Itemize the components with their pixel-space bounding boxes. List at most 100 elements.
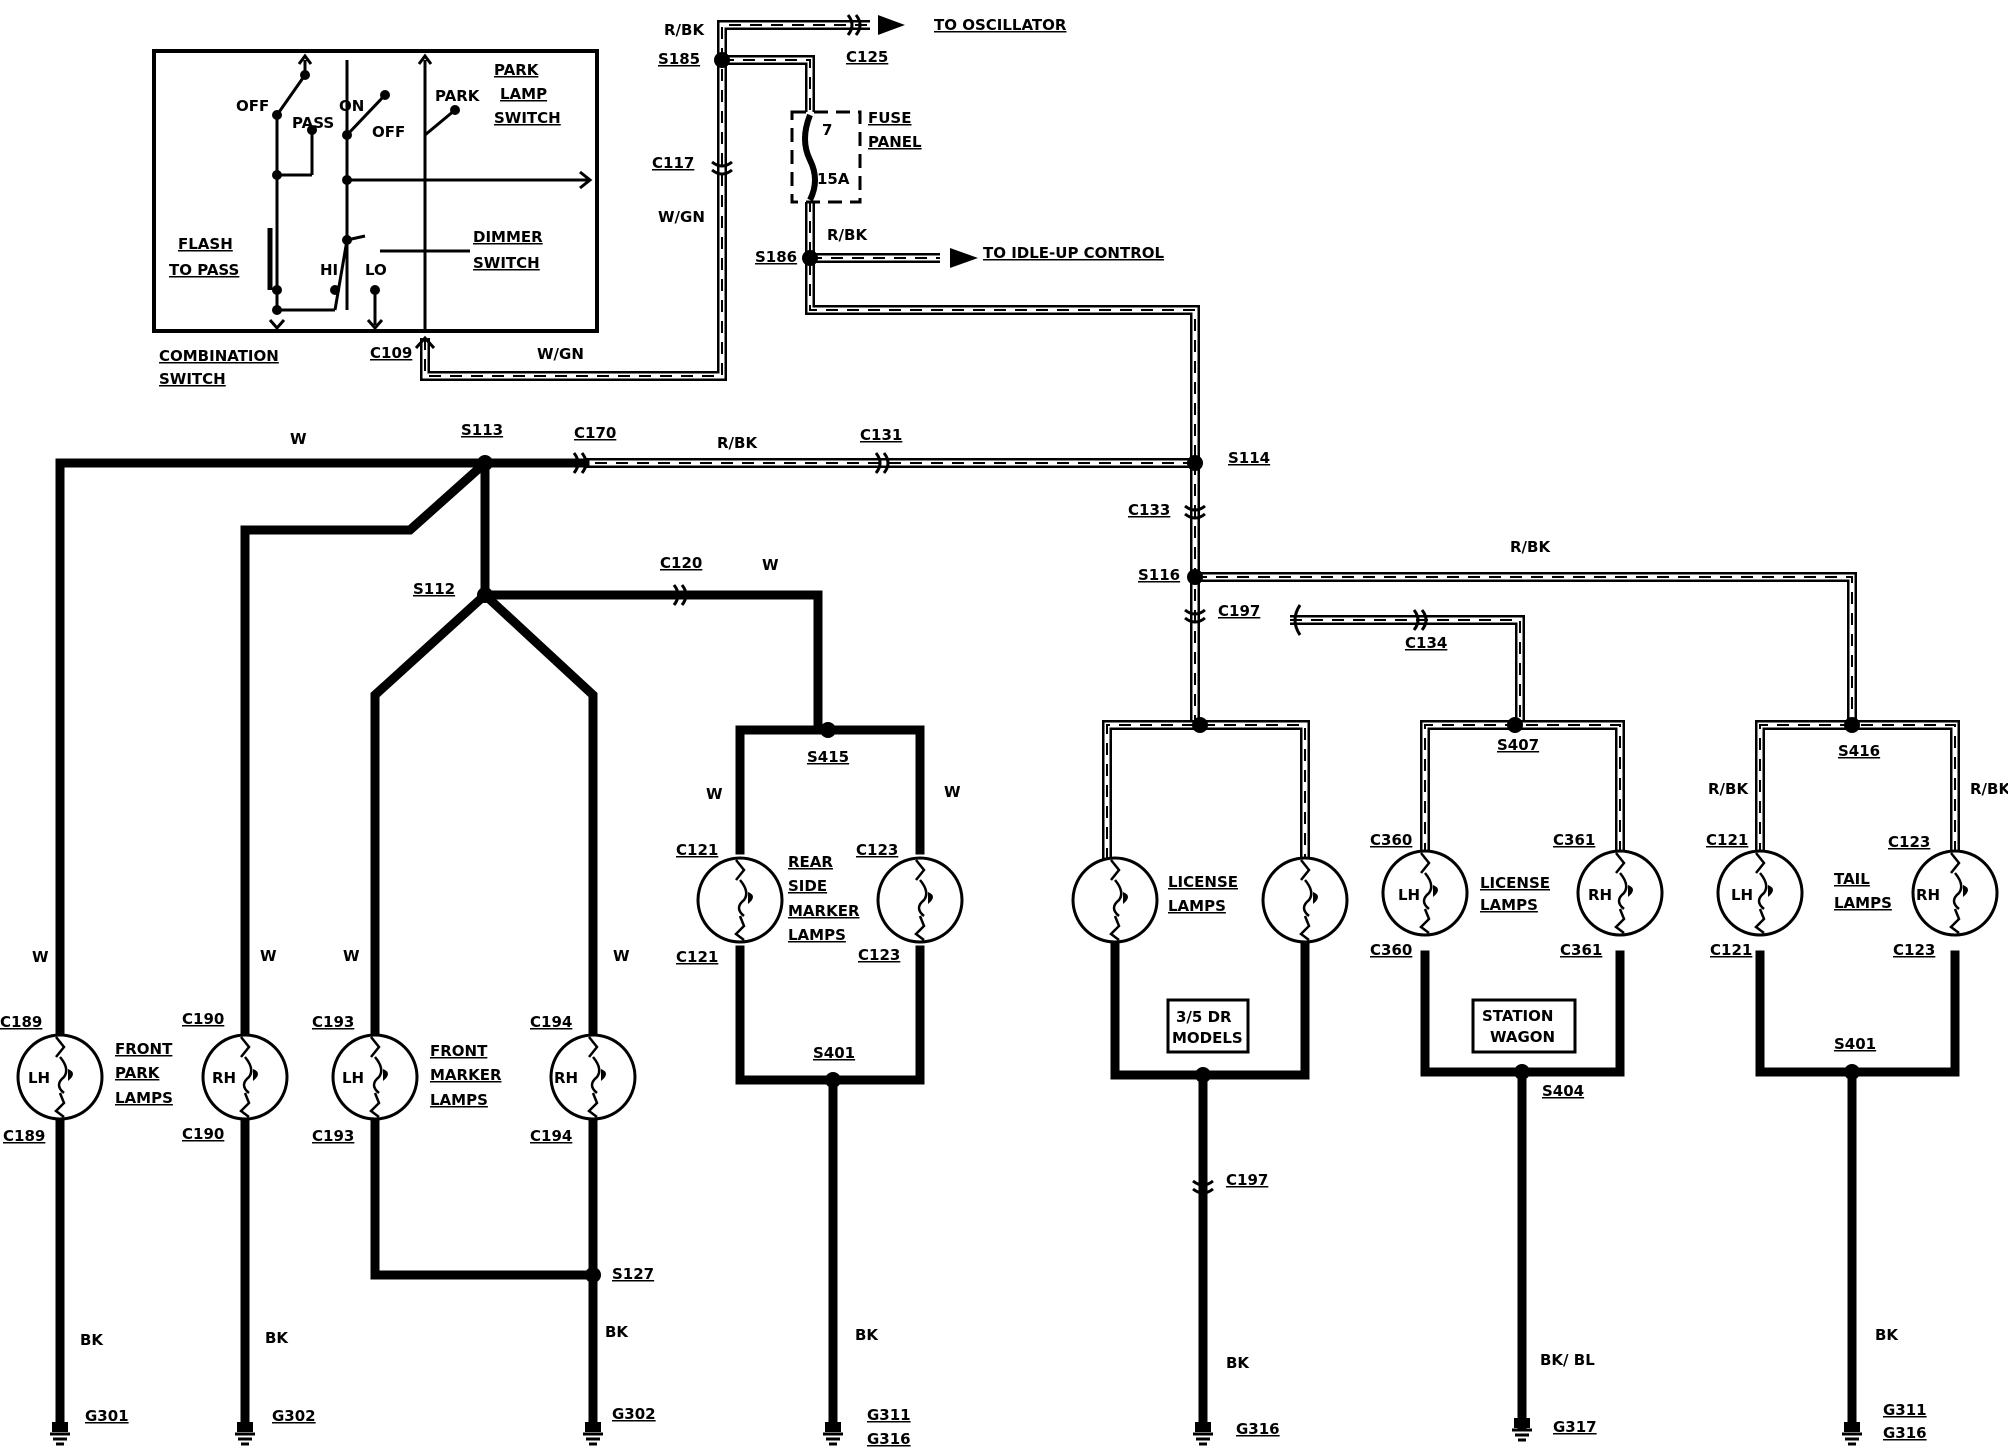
label-front-marker-3: LAMPS <box>430 1091 488 1109</box>
label-w-rear-right: W <box>944 783 961 801</box>
front-lamps-labels: W W W W C189 C189 C190 C190 C193 C193 C1… <box>0 947 656 1425</box>
label-s401-rear: S401 <box>813 1044 855 1062</box>
label-s112: S112 <box>413 580 455 598</box>
label-license-35-2: LAMPS <box>1168 897 1226 915</box>
label-c123-rear-bottom: C123 <box>858 946 900 964</box>
label-c190-top: C190 <box>182 1010 224 1028</box>
label-to-idle-up-control: TO IDLE-UP CONTROL <box>983 244 1165 262</box>
label-hi: HI <box>320 261 338 279</box>
tail-labels: S416 R/BK R/BK C121 C121 C123 C123 LH RH… <box>1706 742 2008 1442</box>
label-rbk-top: R/BK <box>664 21 705 39</box>
label-c131: C131 <box>860 426 902 444</box>
fuse-number: 7 <box>822 121 832 139</box>
label-bk-3: BK <box>605 1323 629 1341</box>
label-models-35-1: 3/5 DR <box>1176 1008 1232 1026</box>
top-labels: R/BK S185 C125 TO OSCILLATOR C117 W/GN W… <box>537 16 1165 363</box>
label-license-35-1: LICENSE <box>1168 873 1238 891</box>
label-on: ON <box>339 97 364 115</box>
label-g301: G301 <box>85 1407 129 1425</box>
label-s127: S127 <box>612 1265 654 1283</box>
label-s185: S185 <box>658 50 700 68</box>
label-tail-1: TAIL <box>1834 870 1870 888</box>
label-c194-top: C194 <box>530 1013 572 1031</box>
label-station-wagon-1: STATION <box>1482 1007 1553 1025</box>
label-g316-license: G316 <box>1236 1420 1280 1438</box>
label-c121-tail-bottom: C121 <box>1710 941 1752 959</box>
label-rh-license-wagon: RH <box>1588 886 1612 904</box>
label-c190-bottom: C190 <box>182 1125 224 1143</box>
label-park-lamp-switch-1: PARK <box>494 61 540 79</box>
label-lh-tail: LH <box>1731 886 1753 904</box>
label-lh-front-park: LH <box>28 1069 50 1087</box>
label-models-35-2: MODELS <box>1172 1029 1243 1047</box>
label-fuse-panel-2: PANEL <box>868 133 922 151</box>
label-c123-tail-bottom: C123 <box>1893 941 1935 959</box>
label-station-wagon-2: WAGON <box>1490 1028 1555 1046</box>
label-license-wagon-1: LICENSE <box>1480 874 1550 892</box>
station-wagon-box <box>1471 998 1577 1054</box>
label-c123-tail-top: C123 <box>1888 833 1930 851</box>
fuse-panel: 7 15A FUSE PANEL <box>790 109 922 204</box>
label-w-3: W <box>343 947 360 965</box>
combination-switch: OFF ON PASS OFF PARK PARK LAMP SWITCH FL… <box>152 49 599 388</box>
label-rbk-tail-right: R/BK <box>1970 780 2008 798</box>
label-rbk-mid: R/BK <box>827 226 868 244</box>
label-c194-bottom: C194 <box>530 1127 572 1145</box>
label-bk-2: BK <box>265 1329 289 1347</box>
label-c189-bottom: C189 <box>3 1127 45 1145</box>
models-35dr-box <box>1166 998 1250 1054</box>
label-c361-bottom: C361 <box>1560 941 1602 959</box>
label-rear-side-2: SIDE <box>788 877 827 895</box>
label-bkbl: BK/ BL <box>1540 1351 1595 1369</box>
label-bk-1: BK <box>80 1331 104 1349</box>
label-rh-front-park: RH <box>212 1069 236 1087</box>
label-s407: S407 <box>1497 736 1539 754</box>
label-rbk-tail-left: R/BK <box>1708 780 1749 798</box>
label-w-1: W <box>32 948 49 966</box>
label-g302-a: G302 <box>272 1407 316 1425</box>
label-license-wagon-2: LAMPS <box>1480 896 1538 914</box>
label-c197-bottom: C197 <box>1226 1171 1268 1189</box>
label-c361-top: C361 <box>1553 831 1595 849</box>
license-wagon-labels: S407 C360 C360 C361 C361 LH RH LICENSE L… <box>1370 736 1612 1436</box>
label-g302-b: G302 <box>612 1405 656 1423</box>
label-g316-rear: G316 <box>867 1430 911 1448</box>
label-rh-front-marker: RH <box>554 1069 578 1087</box>
label-c121-tail-top: C121 <box>1706 831 1748 849</box>
label-w-4: W <box>613 947 630 965</box>
label-c125: C125 <box>846 48 888 66</box>
label-tail-2: LAMPS <box>1834 894 1892 912</box>
label-c360-top: C360 <box>1370 831 1412 849</box>
label-lo: LO <box>365 261 387 279</box>
label-c360-bottom: C360 <box>1370 941 1412 959</box>
label-w-rear-left: W <box>706 785 723 803</box>
label-s186: S186 <box>755 248 797 266</box>
label-g316-tail: G316 <box>1883 1424 1927 1442</box>
lamps <box>16 849 1999 1121</box>
label-rear-side-1: REAR <box>788 853 833 871</box>
label-s401-tail: S401 <box>1834 1035 1876 1053</box>
label-c193-top: C193 <box>312 1013 354 1031</box>
label-s113: S113 <box>461 421 503 439</box>
label-rbk-right: R/BK <box>1510 538 1551 556</box>
label-s404: S404 <box>1542 1082 1584 1100</box>
label-s416: S416 <box>1838 742 1880 760</box>
label-front-marker-2: MARKER <box>430 1066 502 1084</box>
label-c170: C170 <box>574 424 616 442</box>
label-flash-to-pass-1: FLASH <box>178 235 233 253</box>
label-combination-switch-2: SWITCH <box>159 370 226 388</box>
label-w-top: W <box>290 430 307 448</box>
label-front-marker-1: FRONT <box>430 1042 488 1060</box>
label-flash-to-pass-2: TO PASS <box>169 261 239 279</box>
label-s415: S415 <box>807 748 849 766</box>
label-bk-rear: BK <box>855 1326 879 1344</box>
label-fuse-panel-1: FUSE <box>868 109 911 127</box>
label-g317: G317 <box>1553 1418 1597 1436</box>
label-c120: C120 <box>660 554 702 572</box>
label-c117: C117 <box>652 154 694 172</box>
label-lh-front-marker: LH <box>342 1069 364 1087</box>
label-pass: PASS <box>292 114 334 132</box>
rear-side-labels: S415 W W C121 C121 C123 C123 REAR SIDE M… <box>676 748 961 1448</box>
hatched-wires <box>414 13 1960 860</box>
label-front-park-3: LAMPS <box>115 1089 173 1107</box>
